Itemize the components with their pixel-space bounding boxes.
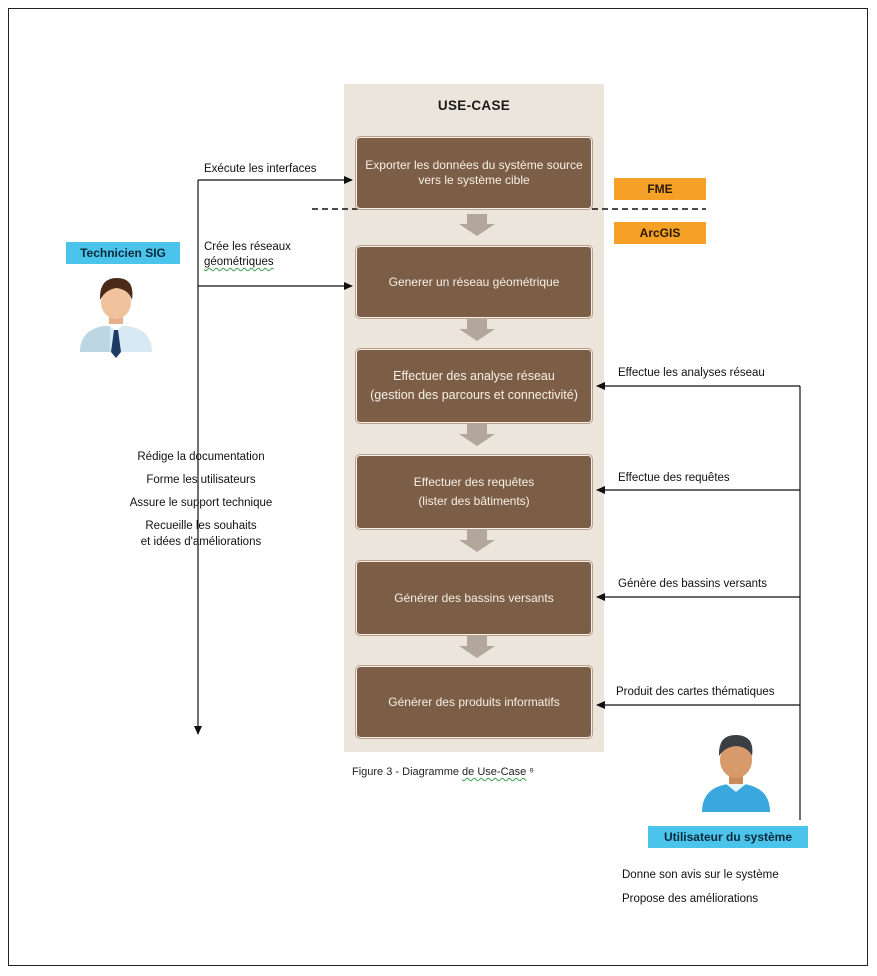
arrow-label-cartes: Produit des cartes thématiques	[616, 686, 775, 698]
step-text: Effectuer des analyse réseau	[393, 369, 555, 383]
usecase-step-network-analysis: Effectuer des analyse réseau (gestion de…	[356, 349, 592, 423]
arrow-label-requetes: Effectue des requêtes	[618, 472, 730, 484]
page-frame	[8, 8, 868, 966]
flow-chevron	[459, 636, 495, 658]
caption-link: de Use-Case	[462, 766, 527, 778]
step-text: vers le système cible	[418, 173, 530, 187]
caption-prefix: Figure 3 - Diagramme	[352, 766, 463, 778]
usecase-step-watersheds: Générer des bassins versants	[356, 561, 592, 635]
technician-duty: Recueille les souhaits	[145, 520, 257, 532]
arrow-label-creates-line2: géométriques	[204, 256, 274, 268]
user-avatar-icon	[702, 734, 770, 812]
flow-chevron	[459, 319, 495, 341]
technician-duty: Rédige la documentation	[137, 451, 265, 463]
usecase-step-export: Exporter les données du système source v…	[356, 137, 592, 209]
actor-label-user: Utilisateur du système	[648, 826, 808, 848]
usecase-step-generate-network: Generer un réseau géométrique	[356, 246, 592, 318]
usecase-step-products: Générer des produits informatifs	[356, 666, 592, 738]
flow-chevron	[459, 424, 495, 446]
step-text: Générer des produits informatifs	[388, 694, 560, 709]
tool-badge-arcgis: ArcGIS	[614, 222, 706, 244]
user-duty: Propose des améliorations	[622, 893, 759, 905]
actor-label-technician: Technicien SIG	[66, 242, 180, 264]
panel-title: USE-CASE	[437, 98, 511, 113]
step-text: Générer des bassins versants	[394, 590, 554, 605]
technician-duty: Assure le support technique	[129, 497, 273, 509]
figure-caption: Figure 3 - Diagramme de Use-Case ⁹	[352, 766, 534, 778]
arrow-label-analyses: Effectue les analyses réseau	[618, 367, 765, 379]
step-text: Exporter les données du système source	[365, 158, 583, 172]
step-text: Effectuer des requêtes	[413, 475, 535, 489]
usecase-step-queries: Effectuer des requêtes (lister des bâtim…	[356, 455, 592, 529]
arrow-label-executes: Exécute les interfaces	[204, 163, 317, 175]
technician-duty: et idées d'améliorations	[140, 536, 262, 548]
step-text: (lister des bâtiments)	[418, 494, 530, 508]
user-duty: Donne son avis sur le système	[622, 869, 779, 881]
technician-duty: Forme les utilisateurs	[146, 474, 256, 486]
tool-badge-fme: FME	[614, 178, 706, 200]
arrow-label-bassins: Génère des bassins versants	[618, 578, 767, 590]
step-text: (gestion des parcours et connectivité)	[370, 388, 578, 402]
step-text: Generer un réseau géométrique	[388, 274, 560, 289]
technician-avatar-icon	[80, 278, 152, 358]
arrow-label-creates-line1: Crée les réseaux	[204, 241, 291, 253]
flow-chevron	[459, 530, 495, 552]
flow-chevron	[459, 214, 495, 236]
caption-suffix: ⁹	[526, 766, 535, 778]
